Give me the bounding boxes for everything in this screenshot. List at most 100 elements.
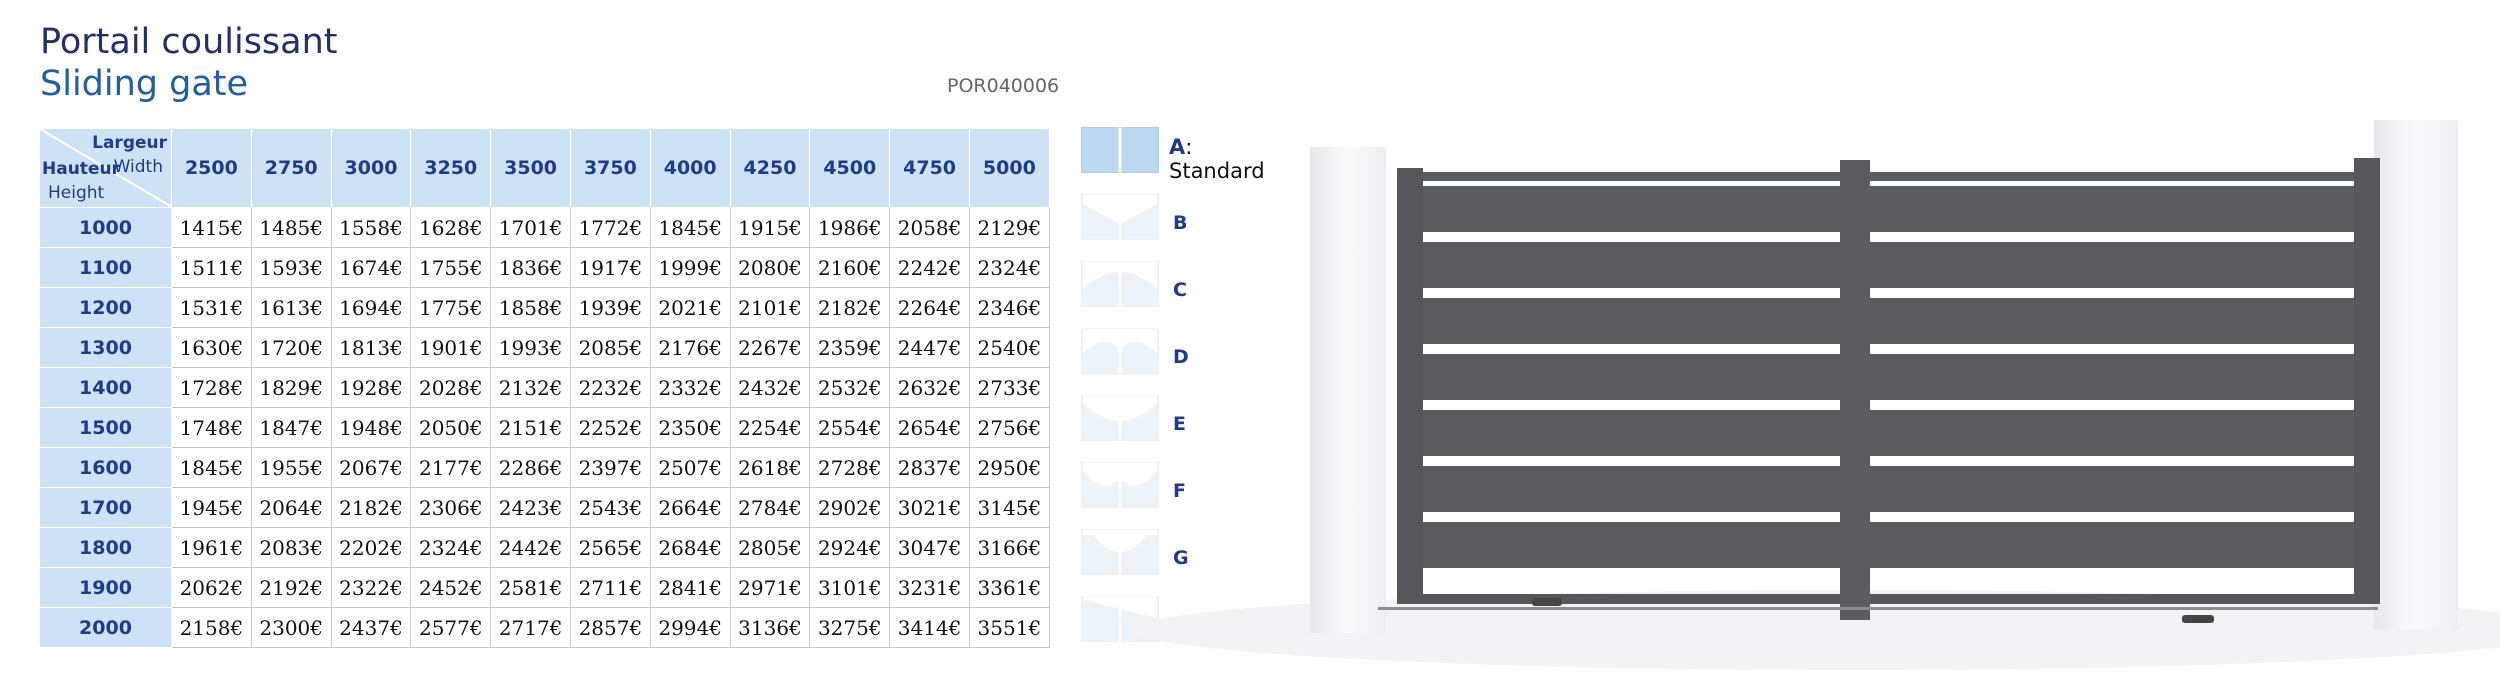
gate-style-name: Standard [1169, 159, 1265, 183]
sliding-gate-image [1132, 110, 2500, 670]
gate-slat [1423, 186, 1840, 232]
gate-style-letter: E [1173, 413, 1186, 435]
price-cell: 1728€ [171, 367, 252, 408]
price-cell: 1845€ [649, 207, 731, 248]
price-cell: 3047€ [889, 527, 970, 568]
price-cell: 3361€ [968, 567, 1050, 608]
gate-style-c[interactable]: C [1081, 259, 1261, 326]
gate-style-thumbnail-icon [1081, 395, 1159, 441]
price-cell: 2021€ [649, 287, 731, 328]
gate-style-letter: G [1173, 547, 1189, 569]
gate-style-thumbnail-icon [1081, 261, 1159, 307]
price-cell: 2176€ [649, 327, 731, 368]
price-cell: 1961€ [171, 527, 252, 568]
price-cell: 2306€ [410, 487, 492, 528]
corner-diagonal-line [40, 129, 172, 207]
price-cell: 2350€ [649, 407, 731, 448]
price-cell: 1613€ [250, 287, 332, 328]
gate-style-letter: A [1169, 135, 1186, 159]
gate-style-d[interactable]: D [1081, 326, 1261, 393]
price-cell: 2507€ [649, 447, 731, 488]
price-cell: 2447€ [889, 327, 970, 368]
price-cell: 1694€ [330, 287, 412, 328]
table-corner-cell: Largeur Width Hauteur Height [39, 128, 172, 208]
gate-style-a[interactable]: A: Standard [1081, 125, 1265, 192]
width-header-2750: 2750 [250, 128, 332, 208]
gate-slat [1870, 466, 2354, 512]
price-cell: 1858€ [490, 287, 571, 328]
price-cell: 2252€ [569, 407, 651, 448]
gate-style-e[interactable]: E [1081, 393, 1261, 460]
width-header-4500: 4500 [809, 128, 891, 208]
width-header-2500: 2500 [171, 128, 252, 208]
price-cell: 2300€ [250, 607, 332, 648]
price-cell: 1928€ [330, 367, 412, 408]
price-cell: 2083€ [250, 527, 332, 568]
price-cell: 2971€ [729, 567, 811, 608]
price-cell: 2532€ [809, 367, 891, 408]
width-header-3250: 3250 [410, 128, 492, 208]
ground-shadow [1132, 590, 2500, 670]
price-cell: 2158€ [171, 607, 252, 648]
price-cell: 2437€ [330, 607, 412, 648]
price-cell: 2902€ [809, 487, 891, 528]
corner-label-largeur: Largeur [92, 133, 167, 153]
gate-style-label: E [1173, 413, 1186, 435]
gate-style-label: C [1173, 279, 1187, 301]
price-cell: 2581€ [490, 567, 571, 608]
price-cell: 2543€ [569, 487, 651, 528]
gate-slat [1423, 354, 1840, 400]
price-cell: 2160€ [809, 247, 891, 288]
price-cell: 1593€ [250, 247, 332, 288]
price-cell: 1558€ [330, 207, 412, 248]
price-cell: 2728€ [809, 447, 891, 488]
price-cell: 2202€ [330, 527, 412, 568]
price-cell: 2632€ [889, 367, 970, 408]
gate-slat [1870, 410, 2354, 456]
gate-style-b[interactable]: B [1081, 192, 1261, 259]
gate-slat [1423, 298, 1840, 344]
price-cell: 1813€ [330, 327, 412, 368]
price-cell: 2684€ [649, 527, 731, 568]
gate-slat [1870, 298, 2354, 344]
price-cell: 3136€ [729, 607, 811, 648]
price-cell: 2857€ [569, 607, 651, 648]
price-cell: 2994€ [649, 607, 731, 648]
gate-style-letter: F [1173, 480, 1186, 502]
gate-slat [1423, 522, 1840, 568]
price-cell: 2058€ [889, 207, 970, 248]
price-cell: 1847€ [250, 407, 332, 448]
price-cell: 1755€ [410, 247, 492, 288]
price-cell: 2267€ [729, 327, 811, 368]
price-cell: 3414€ [889, 607, 970, 648]
gate-rail [1378, 598, 2378, 623]
price-cell: 2332€ [649, 367, 731, 408]
price-cell: 2784€ [729, 487, 811, 528]
price-cell: 2101€ [729, 287, 811, 328]
price-cell: 2232€ [569, 367, 651, 408]
width-header-4750: 4750 [889, 128, 970, 208]
width-header-5000: 5000 [968, 128, 1050, 208]
height-header-1600: 1600 [39, 447, 172, 488]
gate-style-f[interactable]: F [1081, 460, 1261, 527]
price-cell: 2756€ [968, 407, 1050, 448]
price-cell: 1748€ [171, 407, 252, 448]
price-cell: 1917€ [569, 247, 651, 288]
price-cell: 2359€ [809, 327, 891, 368]
height-header-1500: 1500 [39, 407, 172, 448]
price-cell: 1628€ [410, 207, 492, 248]
gate-style-thumbnail-icon [1081, 127, 1159, 173]
price-cell: 2324€ [968, 247, 1050, 288]
price-cell: 1829€ [250, 367, 332, 408]
price-cell: 1772€ [569, 207, 651, 248]
price-cell: 2151€ [490, 407, 571, 448]
price-cell: 2129€ [968, 207, 1050, 248]
page-title-en: Sliding gate [40, 64, 249, 104]
price-cell: 3231€ [889, 567, 970, 608]
price-cell: 2264€ [889, 287, 970, 328]
gate-style-g[interactable]: G [1081, 527, 1261, 594]
gate-frame [1397, 158, 2380, 620]
